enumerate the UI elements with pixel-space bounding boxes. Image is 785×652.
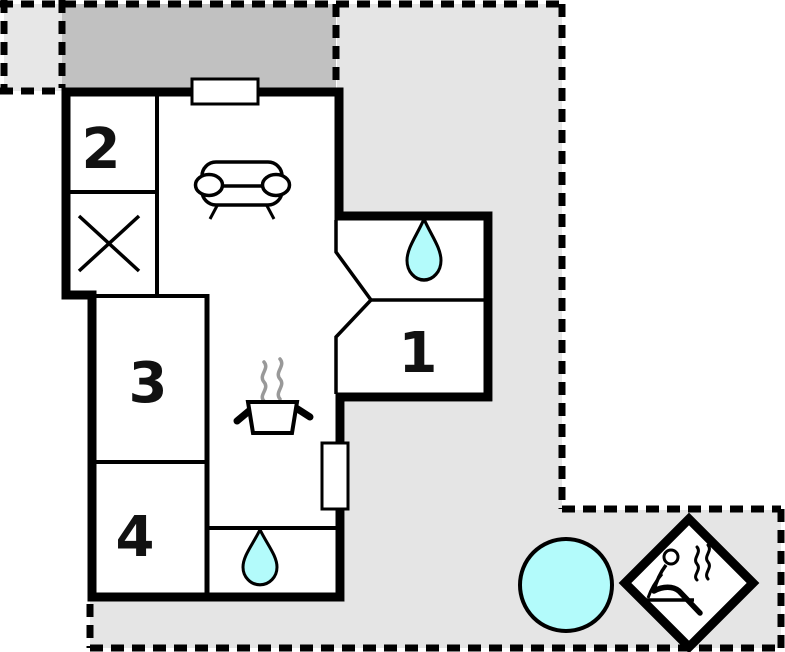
pot-handle [292,404,314,421]
sofa-armrest [193,172,225,198]
pot-body [245,400,300,435]
steam-icon [260,357,284,403]
pot-handle [233,407,253,425]
steam-wave [705,543,711,581]
person-arm [646,573,664,599]
plot-corner-area [4,4,62,91]
building-footprint [61,87,493,602]
person-head [662,548,680,566]
room-4-label: 4 [116,505,155,570]
sauna-person [644,548,703,616]
cross-line [77,214,141,273]
room-3-label: 3 [129,351,168,416]
room-2-label: 2 [82,117,121,182]
sauna-diamond [618,512,760,652]
steam-wave [276,357,284,401]
terrace-area [62,4,336,88]
water-drop-icon [405,215,443,282]
drop-shape [241,526,279,587]
window-icon [190,77,260,106]
water-drop-icon [241,526,279,587]
cooking-pot-icon [233,357,314,435]
window-icon [320,441,350,511]
sofa-icon [193,160,292,220]
wardrobe-cross-icon [77,214,141,273]
hot-tub-icon [518,537,614,633]
steam-icon [694,543,711,582]
sofa-armrest [260,172,292,198]
interior-walls [66,92,485,597]
room-labels: 2 3 4 1 [82,117,438,570]
steam-wave [694,545,700,582]
steam-wave [260,360,268,403]
building [61,77,493,602]
drop-shape [405,215,443,282]
person-leg [651,584,703,616]
room-1-label: 1 [399,321,438,386]
sauna-icon [618,512,760,652]
hot-tub-circle [518,537,614,633]
